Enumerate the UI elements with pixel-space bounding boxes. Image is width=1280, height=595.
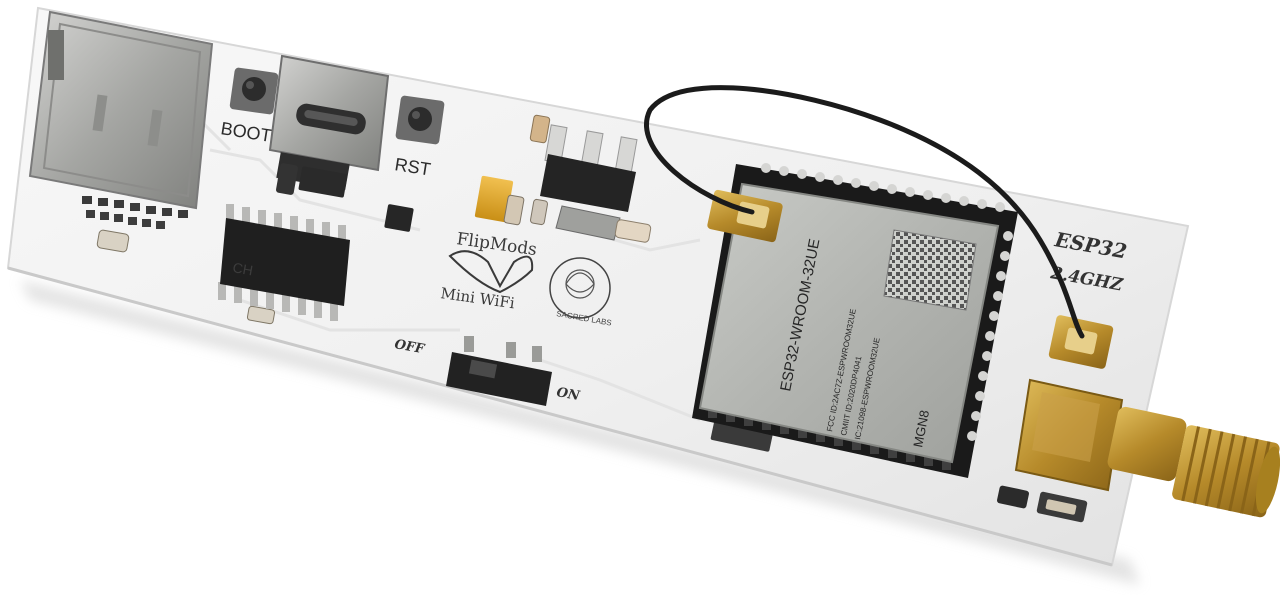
module-code: MGN8 (910, 409, 932, 449)
tantalum-capacitor (474, 175, 514, 223)
voltage-regulator (540, 124, 638, 241)
antenna-cable (644, 85, 1085, 339)
module-datamatrix (883, 229, 977, 311)
esp32-module: ESP32-WROOM-32UE FCC ID:2AC7Z-ESPWROOM32… (692, 163, 1018, 478)
ufl-connector-sma (1048, 315, 1114, 369)
pcb-edge-highlight (7, 266, 1113, 567)
sma-connector (1014, 378, 1280, 518)
switch-off-label: OFF (393, 337, 426, 357)
switch-on-label: ON (555, 385, 582, 404)
sd-card-slot (28, 10, 214, 229)
boot-button[interactable] (229, 67, 279, 115)
usb-serial-ic: CH (218, 204, 350, 321)
ic-marking: CH (231, 259, 254, 278)
rst-button[interactable] (395, 95, 445, 145)
board-shadow (20, 280, 1140, 585)
power-switch[interactable] (446, 336, 552, 406)
smd-components (96, 114, 1088, 523)
